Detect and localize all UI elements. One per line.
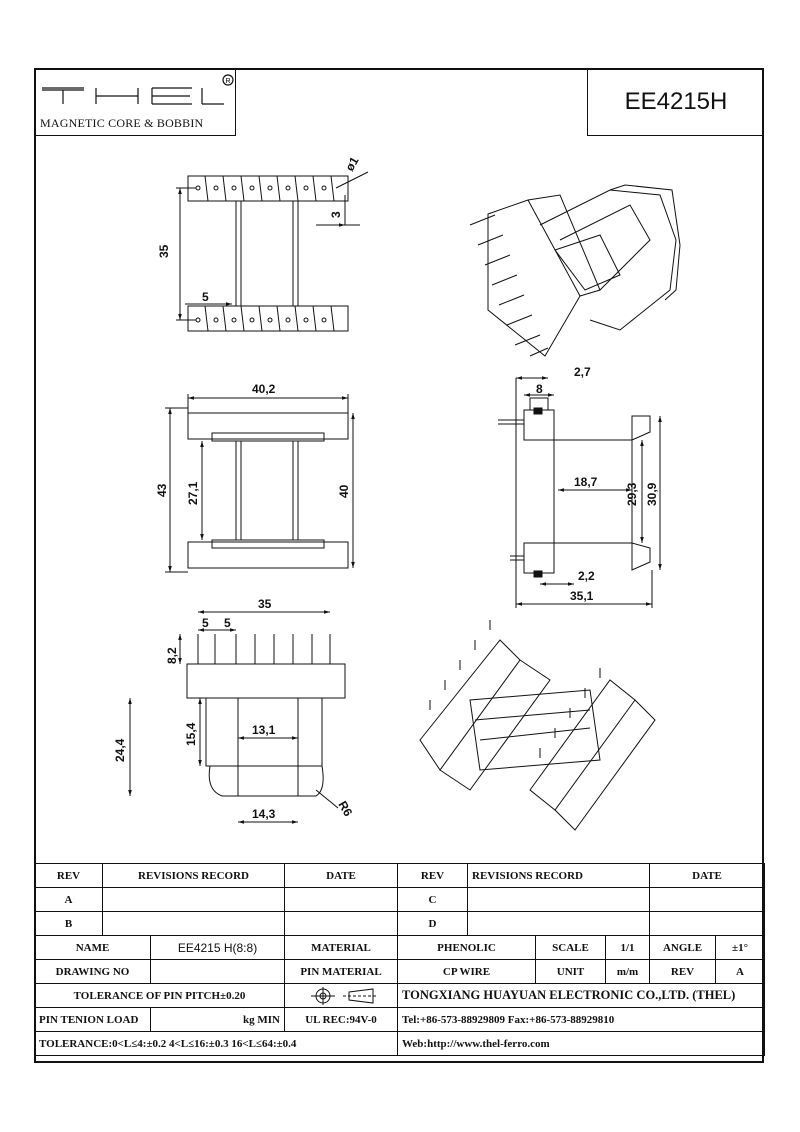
dim-front-width: 40,2: [252, 382, 276, 396]
dim-bottom-width: 35: [258, 597, 272, 611]
tolerance-pitch-row: TOLERANCE OF PIN PITCH±0.20 TONGXIANG HU…: [33, 983, 766, 1008]
technical-drawing: 35 5 ø1 3 40,2 43 27,1 40 2,7 8 18,7 29,…: [113, 154, 681, 831]
dim-side-h2: 30,9: [645, 482, 659, 506]
dim-front-overall: 40: [337, 484, 351, 498]
dim-side-window: 18,7: [574, 475, 598, 489]
iso-view-bottom: [419, 620, 656, 831]
dim-bottom-p1: 5: [202, 616, 209, 630]
iso-view-top: [469, 184, 681, 357]
dim-side-h1: 29,3: [625, 482, 639, 506]
drawing-no-row: DRAWING NO PIN MATERIAL CP WIRE UNIT m/m…: [34, 959, 766, 984]
dim-bottom-base: 14,3: [252, 807, 276, 821]
dim-bottom-height: 24,4: [113, 738, 127, 762]
thel-logo-mark: R: [42, 74, 234, 105]
dim-top-height: 35: [157, 244, 171, 258]
title-block: REV REVISIONS RECORD DATE REV REVISIONS …: [33, 863, 766, 1056]
logo-subtitle: MAGNETIC CORE & BOBBIN: [40, 116, 204, 130]
rev-row-b: B D: [34, 911, 766, 936]
part-number: EE4215H: [587, 68, 764, 136]
rev-header-row: REV REVISIONS RECORD DATE REV REVISIONS …: [34, 863, 766, 888]
projection-symbol-icon: [284, 983, 399, 1008]
side-view: [498, 376, 662, 608]
tolerance-row: TOLERANCE:0<L≤4:±0.2 4<L≤16:±0.3 16<L≤64…: [33, 1031, 766, 1056]
dim-front-inner: 27,1: [186, 481, 200, 505]
dim-bottom-pin-len: 8,2: [165, 647, 179, 664]
dim-side-bottom: 2,2: [578, 569, 595, 583]
dim-side-top: 2,7: [574, 365, 591, 379]
bottom-view: [128, 610, 346, 824]
dim-bottom-p2: 5: [224, 616, 231, 630]
front-view: [165, 394, 355, 573]
dim-front-height: 43: [155, 483, 169, 497]
top-view: [176, 171, 369, 332]
dim-side-length: 35,1: [570, 589, 594, 603]
dim-top-pitch: 5: [202, 290, 209, 304]
dim-bottom-mid: 15,4: [184, 722, 198, 746]
dim-side-flange: 8: [536, 382, 543, 396]
dim-bottom-win: 13,1: [252, 723, 276, 737]
logo: R MAGNETIC CORE & BOBBIN: [34, 68, 236, 136]
dim-pin-dia: ø1: [342, 154, 361, 173]
svg-text:R: R: [226, 78, 231, 85]
dim-pin-gap: 3: [329, 211, 343, 218]
dim-bottom-radius: R6: [335, 799, 355, 820]
rev-row-a: A C: [34, 887, 766, 912]
name-row: NAME EE4215 H(8:8) MATERIAL PHENOLIC SCA…: [34, 935, 766, 960]
drawing-frame: [34, 68, 764, 1063]
pin-tension-row: PIN TENION LOAD kg MIN UL REC:94V-0 Tel:…: [34, 1007, 766, 1032]
